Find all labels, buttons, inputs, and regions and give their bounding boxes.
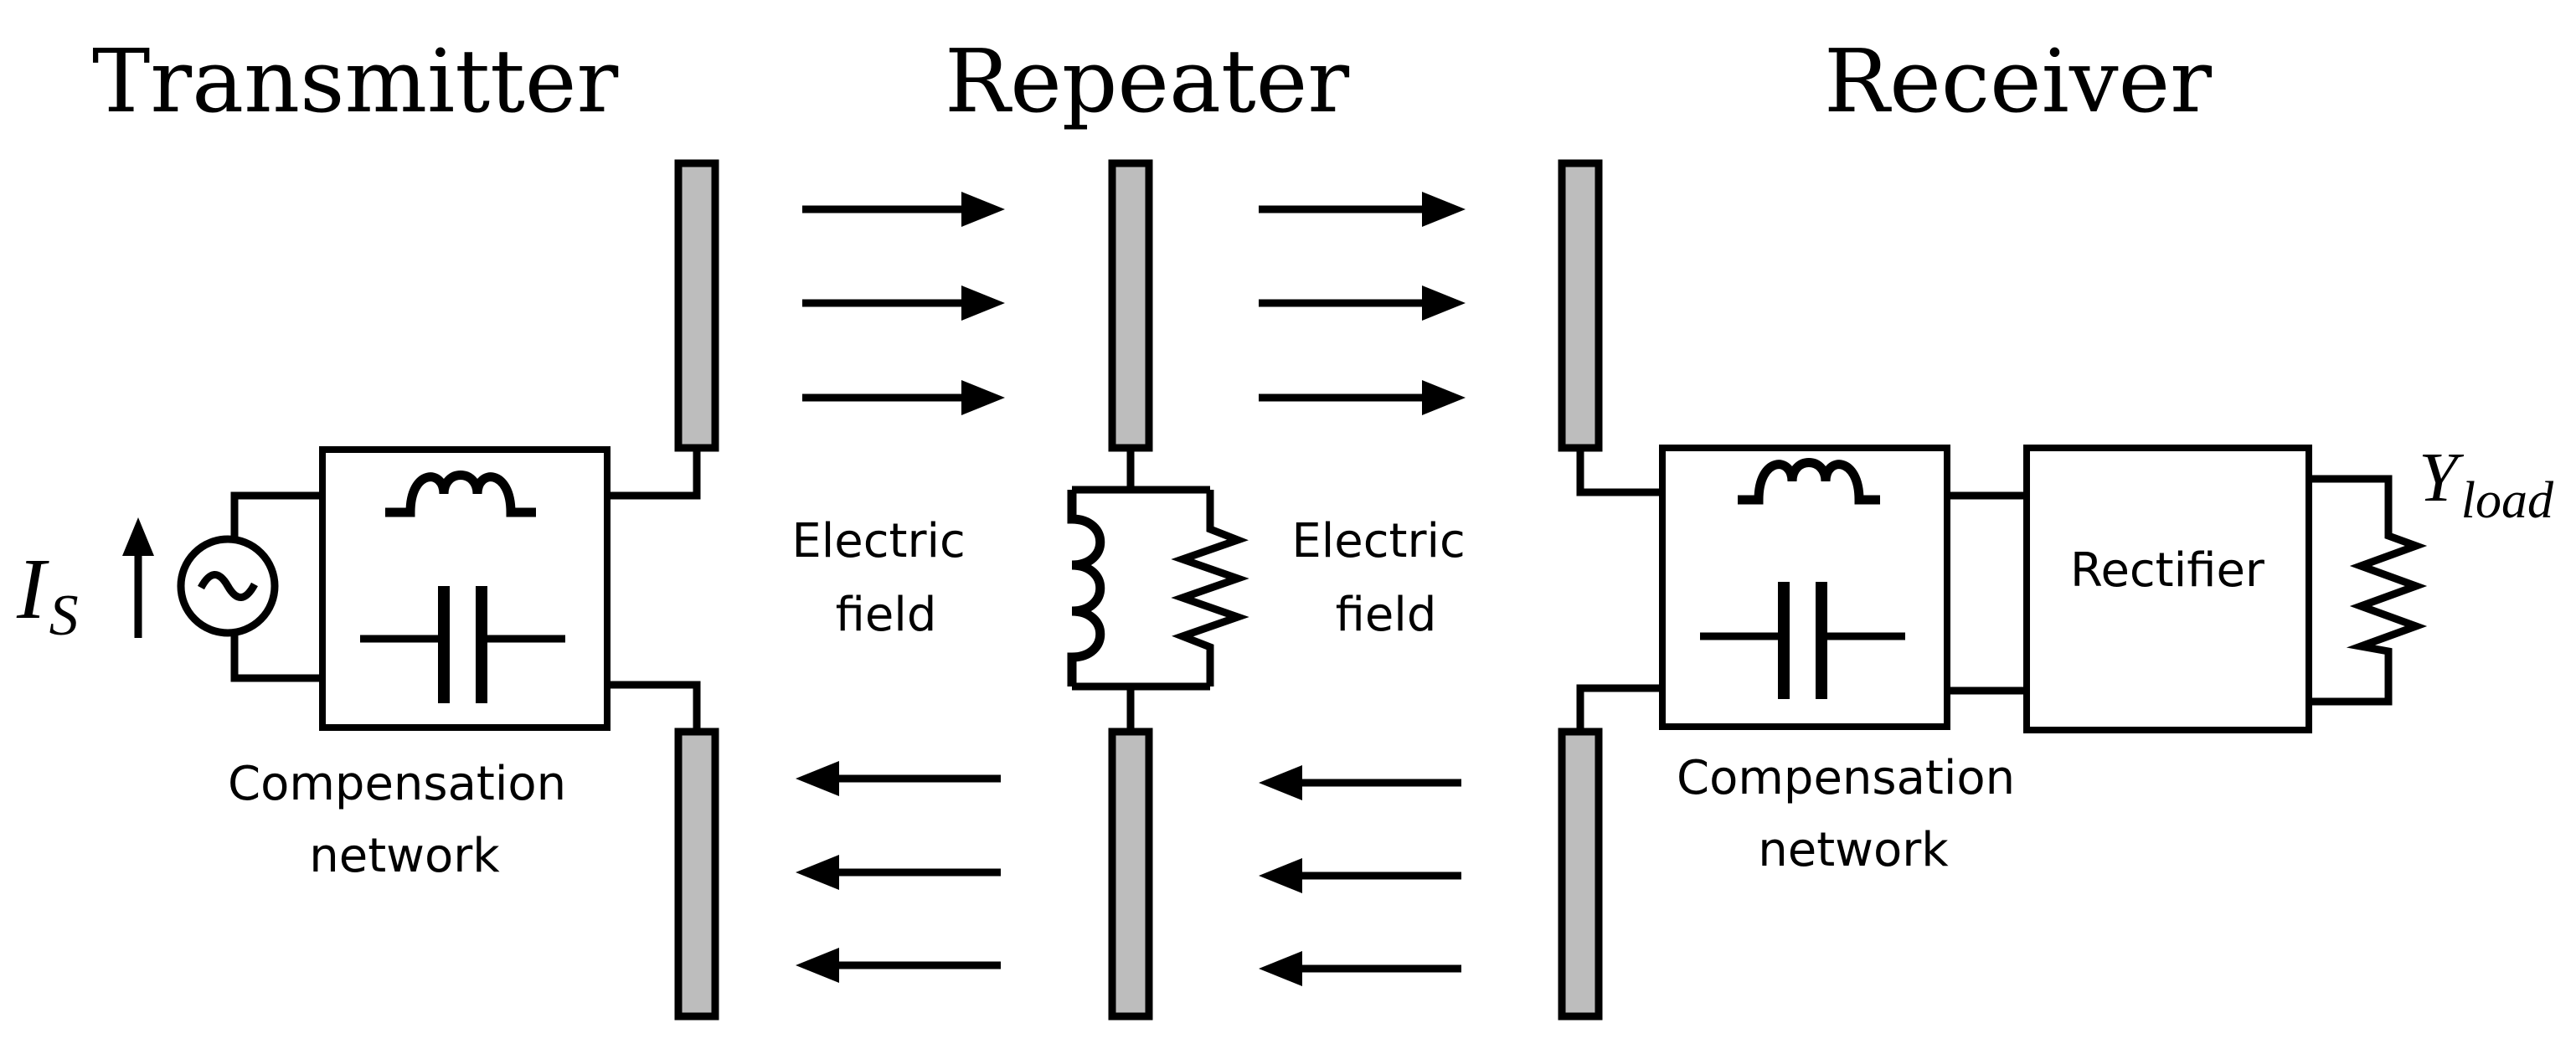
electric-field-line2: field [1336,588,1437,642]
field-arrows-left: Electric field [791,192,1005,983]
electric-field-label-right: Electric field [1291,514,1480,642]
load-subscript: load [2461,472,2554,529]
resistor-icon [1171,490,1249,686]
field-arrow-icon [1259,380,1466,415]
repeater-wires [1072,448,1210,732]
compensation-label-line1: Compensation [228,757,566,811]
inductor-icon [1067,490,1105,686]
compensation-network-receiver [1659,445,1950,730]
electric-field-label-left: Electric field [791,514,980,642]
receiver: Rectifier Yload Compensation network [1558,159,2554,1021]
receiver-plate-wires [1576,448,1662,732]
compensation-network-transmitter [319,446,611,731]
transmitter-plate-top [674,159,719,452]
title-transmitter: Transmitter [92,30,618,132]
ac-source-icon [177,535,279,637]
load-symbol: Y [2419,439,2465,517]
field-arrow-icon [1259,765,1461,800]
title-receiver: Receiver [1824,30,2212,132]
compensation-label-transmitter: Compensation network [228,757,581,883]
source-current-arrow-icon [122,517,154,638]
electric-field-line1: Electric [791,514,966,568]
rectifier-label: Rectifier [2070,543,2265,598]
resistor-icon [2346,523,2428,657]
source-symbol: I [16,541,49,637]
field-arrow-icon [1259,285,1466,321]
capacitor-icon [1700,582,1905,699]
source-wires [230,491,322,682]
field-arrow-icon [796,761,1001,796]
repeater-plate-top [1108,159,1153,452]
field-arrow-icon [802,192,1005,227]
load-admittance-label: Yload [2419,439,2554,529]
transmitter: IS Compensation network [16,159,719,1021]
compensation-label-line1: Compensation [1677,751,2015,805]
compensation-label-line2: network [309,829,500,883]
electric-field-line2: field [836,588,937,642]
field-arrow-icon [1259,192,1466,227]
repeater-plate-bottom [1108,728,1153,1021]
compensation-rectifier-wires [1947,491,2027,695]
field-arrow-icon [802,285,1005,321]
inductor-icon [385,471,536,517]
field-arrow-icon [1259,858,1461,893]
field-arrow-icon [796,948,1001,983]
field-arrow-icon [796,855,1001,890]
field-arrows-right: Electric field [1259,192,1480,986]
transmitter-plate-wires [607,448,701,732]
field-arrow-icon [802,380,1005,415]
receiver-plate-bottom [1558,728,1603,1021]
source-subscript: S [49,584,79,648]
title-repeater: Repeater [945,30,1349,132]
rectifier-block [2023,445,2312,733]
repeater [1067,159,1249,1021]
transmitter-plate-bottom [674,728,719,1021]
compensation-label-line2: network [1758,823,1949,877]
electric-field-line1: Electric [1291,514,1466,568]
load-wires [2309,475,2393,706]
capacitor-icon [360,586,565,703]
inductor-icon [1738,458,1880,505]
receiver-plate-top [1558,159,1603,452]
compensation-label-receiver: Compensation network [1677,751,2030,877]
field-arrow-icon [1259,951,1461,986]
source-current-label: IS [16,541,79,648]
